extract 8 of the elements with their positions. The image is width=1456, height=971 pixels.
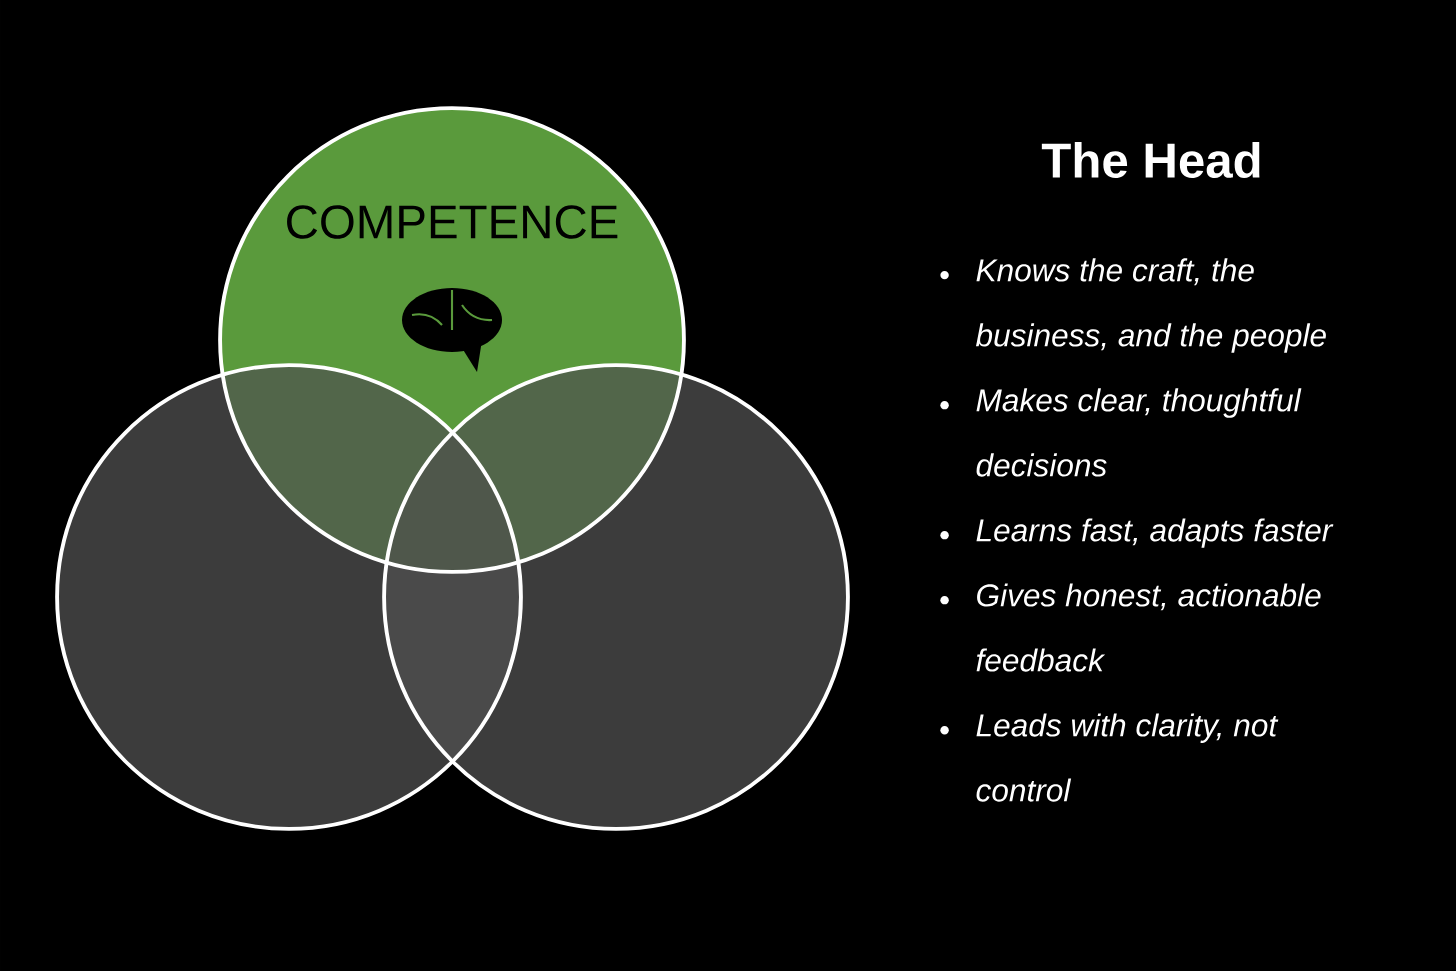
list-item: Knows the craft, the business, and the people	[940, 258, 1326, 353]
list-item: Learns fast, adapts faster	[940, 518, 1334, 548]
title: The Head	[1041, 141, 1260, 179]
list-item: Gives honest, actionable feedback	[940, 583, 1321, 672]
venn-circle	[382, 363, 850, 831]
list-item: Leads with clarity, not control	[940, 713, 1279, 802]
list-item: Makes clear, thoughtful decisions	[940, 388, 1302, 477]
venn-circle	[55, 363, 523, 831]
